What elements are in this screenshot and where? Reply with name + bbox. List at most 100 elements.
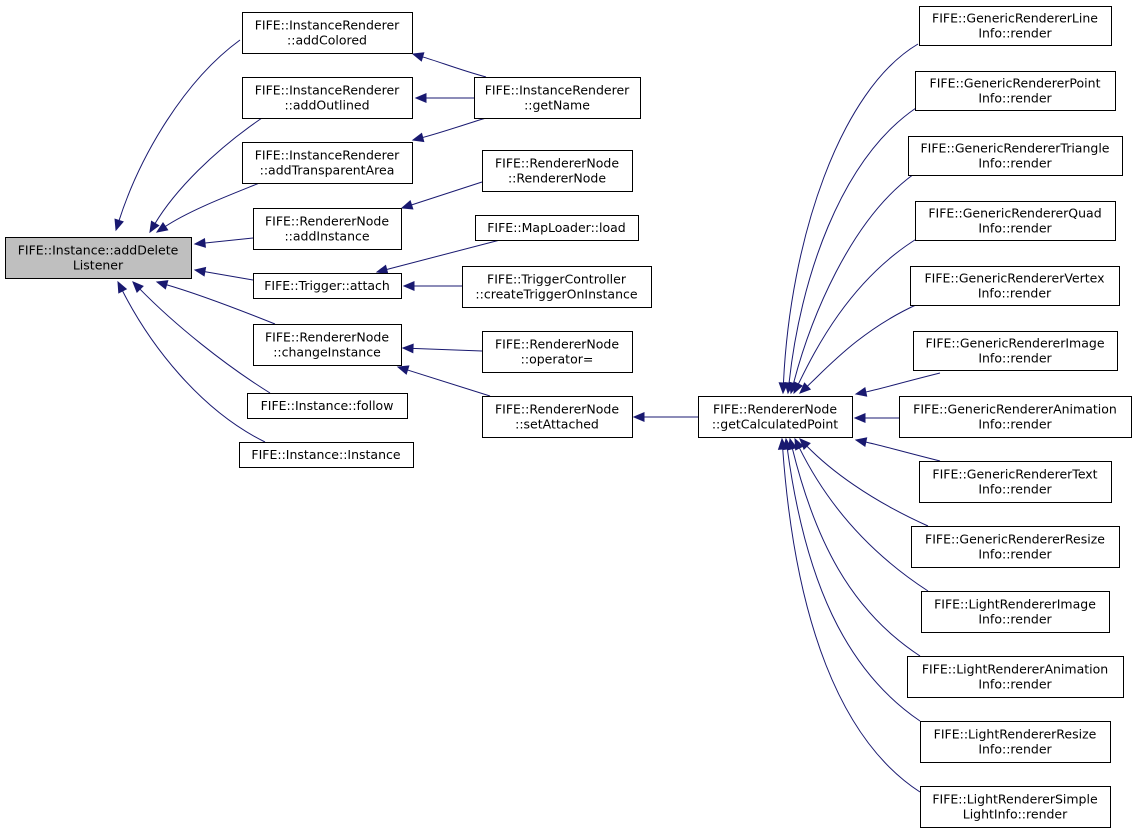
node-addOutlined[interactable]: FIFE::InstanceRenderer::addOutlined bbox=[242, 77, 413, 119]
node-setAttached[interactable]: FIFE::RendererNode::setAttached bbox=[482, 396, 633, 438]
edge-instance-to-root bbox=[117, 280, 266, 443]
node-addInstance[interactable]: FIFE::RendererNode::addInstance bbox=[253, 208, 402, 250]
node-label-line: FIFE::InstanceRenderer bbox=[255, 148, 400, 163]
node-label-line: FIFE::LightRendererResize bbox=[934, 727, 1097, 742]
node-follow[interactable]: FIFE::Instance::follow bbox=[247, 393, 408, 419]
edge-line bbox=[805, 445, 929, 527]
edge-line bbox=[165, 284, 276, 325]
edge-line bbox=[798, 446, 929, 592]
node-label-line: FIFE::GenericRendererText bbox=[932, 467, 1097, 482]
node-label-line: Info::render bbox=[978, 26, 1052, 41]
edge-textRender-to-getCalculatedPoint bbox=[854, 437, 941, 462]
edge-line bbox=[406, 369, 491, 397]
node-label-line: ::addInstance bbox=[284, 229, 369, 244]
edge-rendererNodeCtor-to-addInstance bbox=[400, 181, 483, 210]
arrowhead bbox=[411, 52, 425, 62]
nodes-layer: FIFE::Instance::addDeleteListenerFIFE::I… bbox=[5, 6, 1132, 828]
node-triggerAttach[interactable]: FIFE::Trigger::attach bbox=[253, 273, 402, 299]
edge-animationRender-to-getCalculatedPoint bbox=[853, 413, 899, 423]
arrowhead bbox=[401, 343, 414, 354]
edge-imageRender-to-getCalculatedPoint bbox=[854, 372, 941, 397]
arrowhead bbox=[793, 381, 804, 395]
node-lightSimpleRender[interactable]: FIFE::LightRendererSimpleLightInfo::rend… bbox=[920, 786, 1111, 828]
node-instance[interactable]: FIFE::Instance::Instance bbox=[239, 442, 414, 468]
node-addTransparentArea[interactable]: FIFE::InstanceRenderer::addTransparentAr… bbox=[242, 142, 413, 184]
node-box bbox=[253, 324, 402, 366]
node-box bbox=[915, 201, 1116, 241]
edge-lightResizeRender-to-getCalculatedPoint bbox=[782, 437, 921, 722]
node-label-line: FIFE::GenericRendererQuad bbox=[928, 206, 1101, 221]
edge-line bbox=[782, 447, 921, 793]
node-box bbox=[242, 142, 413, 184]
edge-line bbox=[421, 56, 487, 78]
node-box bbox=[919, 6, 1112, 46]
node-label-line: Info::render bbox=[978, 351, 1052, 366]
node-label-line: ::addOutlined bbox=[284, 98, 369, 113]
node-label-line: ::createTriggerOnInstance bbox=[475, 287, 637, 302]
node-box bbox=[5, 237, 192, 279]
edge-line bbox=[806, 303, 919, 388]
node-box bbox=[899, 396, 1132, 438]
edge-resizeRender-to-getCalculatedPoint bbox=[799, 438, 929, 527]
edge-operatorAssign-to-changeInstance bbox=[401, 343, 483, 354]
node-label-line: FIFE::Instance::Instance bbox=[251, 447, 400, 462]
node-label-line: ::getName bbox=[524, 98, 590, 113]
edge-line bbox=[203, 271, 254, 281]
node-getName[interactable]: FIFE::InstanceRenderer::getName bbox=[474, 77, 641, 119]
edge-follow-to-root bbox=[132, 281, 271, 394]
node-label-line: ::addColored bbox=[287, 33, 367, 48]
node-label-line: Info::render bbox=[978, 482, 1052, 497]
edge-line bbox=[203, 237, 254, 244]
node-box bbox=[482, 331, 633, 373]
node-getCalculatedPoint[interactable]: FIFE::RendererNode::getCalculatedPoint bbox=[698, 396, 853, 438]
node-label-line: FIFE::RendererNode bbox=[495, 402, 619, 417]
edge-mapLoaderLoad-to-triggerAttach bbox=[375, 239, 501, 275]
edge-quadRender-to-getCalculatedPoint bbox=[793, 237, 919, 395]
edge-addColored-to-root bbox=[114, 39, 241, 232]
node-box bbox=[242, 12, 413, 54]
edge-line bbox=[792, 173, 915, 385]
node-box bbox=[911, 526, 1120, 568]
arrowhead bbox=[777, 437, 788, 450]
node-mapLoaderLoad[interactable]: FIFE::MapLoader::load bbox=[475, 215, 639, 241]
node-label-line: FIFE::GenericRendererLine bbox=[932, 11, 1098, 26]
edge-addInstance-to-root bbox=[193, 237, 254, 248]
node-box bbox=[462, 266, 652, 308]
arrowhead bbox=[149, 220, 160, 234]
node-label-line: FIFE::Trigger::attach bbox=[264, 278, 390, 293]
node-label-line: Info::render bbox=[978, 742, 1052, 757]
node-changeInstance[interactable]: FIFE::RendererNode::changeInstance bbox=[253, 324, 402, 366]
node-label-line: FIFE::LightRendererAnimation bbox=[922, 662, 1108, 677]
edge-line bbox=[864, 372, 941, 393]
edge-line bbox=[138, 288, 271, 394]
edge-line bbox=[782, 43, 919, 385]
node-box bbox=[921, 591, 1110, 633]
arrowhead bbox=[799, 382, 812, 394]
edge-line bbox=[797, 237, 919, 386]
node-animationRender[interactable]: FIFE::GenericRendererAnimationInfo::rend… bbox=[899, 396, 1132, 438]
node-rendererNodeCtor[interactable]: FIFE::RendererNode::RendererNode bbox=[482, 150, 633, 192]
node-createTrigger[interactable]: FIFE::TriggerController::createTriggerOn… bbox=[462, 266, 652, 308]
edge-line bbox=[864, 441, 941, 462]
edge-setAttached-to-changeInstance bbox=[396, 365, 491, 397]
node-label-line: ::addTransparentArea bbox=[260, 163, 395, 178]
node-operatorAssign[interactable]: FIFE::RendererNode::operator= bbox=[482, 331, 633, 373]
node-label-line: FIFE::GenericRendererTriangle bbox=[920, 141, 1109, 156]
node-addColored[interactable]: FIFE::InstanceRenderer::addColored bbox=[242, 12, 413, 54]
node-label-line: LightInfo::render bbox=[963, 807, 1068, 822]
node-label-line: Info::render bbox=[978, 221, 1052, 236]
node-triangleRender[interactable]: FIFE::GenericRendererTriangleInfo::rende… bbox=[908, 136, 1123, 176]
edge-line bbox=[385, 239, 501, 271]
